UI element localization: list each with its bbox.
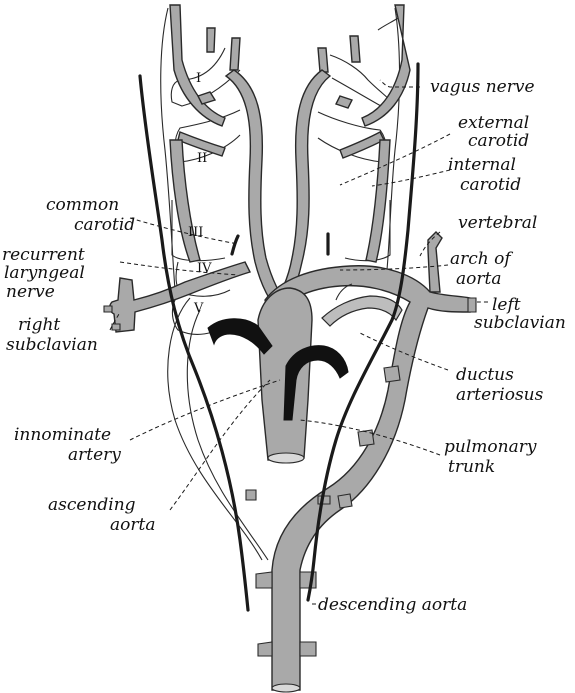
label-recurrent-laryngeal-3: nerve	[6, 282, 55, 302]
numeral-I: I	[196, 71, 201, 86]
label-vagus-nerve: vagus nerve	[430, 77, 535, 97]
label-internal-carotid-2: carotid	[460, 175, 521, 195]
label-pulmonary-trunk-2: trunk	[448, 457, 495, 477]
label-right-subclavian-2: subclavian	[6, 335, 98, 355]
label-recurrent-laryngeal-2: laryngeal	[4, 263, 85, 283]
label-internal-carotid-1: internal	[448, 155, 516, 175]
label-pulmonary-trunk-1: pulmonary	[444, 437, 537, 457]
label-vertebral: vertebral	[458, 213, 537, 233]
numeral-IV: IV	[197, 261, 212, 276]
label-ascending-aorta-1: ascending	[48, 495, 136, 515]
label-left-subclavian-2: subclavian	[474, 313, 566, 333]
label-innominate-artery-2: artery	[68, 445, 121, 465]
label-left-subclavian-1: left	[492, 295, 521, 315]
numeral-III: III	[188, 225, 203, 240]
right-side-arteries	[104, 5, 290, 332]
label-common-carotid-2: carotid	[74, 215, 135, 235]
label-right-subclavian-1: right	[18, 315, 60, 335]
label-ductus-arteriosus-2: arteriosus	[456, 385, 544, 405]
label-recurrent-laryngeal-1: recurrent	[2, 245, 85, 265]
label-descending-aorta: descending aorta	[318, 595, 467, 615]
label-ductus-arteriosus-1: ductus	[456, 365, 514, 385]
numeral-V: V	[193, 301, 204, 316]
label-external-carotid-2: carotid	[468, 131, 529, 151]
label-arch-of-aorta-2: aorta	[456, 269, 501, 289]
numeral-II: II	[197, 151, 207, 166]
label-innominate-artery-1: innominate	[14, 425, 111, 445]
label-arch-of-aorta-1: arch of	[450, 249, 513, 269]
label-ascending-aorta-2: aorta	[110, 515, 155, 535]
label-common-carotid-1: common	[46, 195, 119, 215]
label-external-carotid-1: external	[458, 113, 529, 133]
